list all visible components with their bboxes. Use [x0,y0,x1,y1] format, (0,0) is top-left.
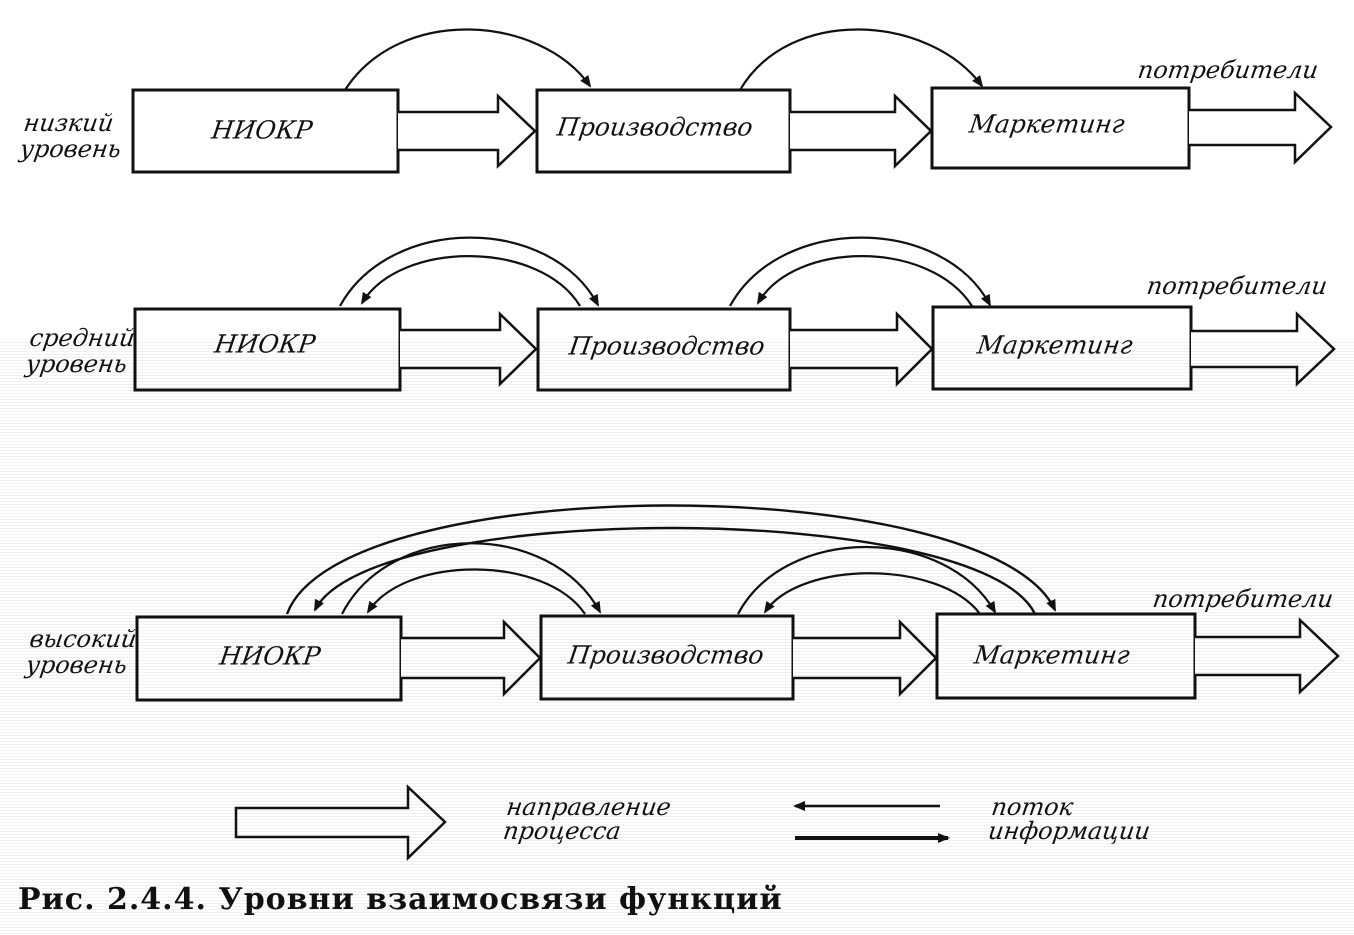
legend [234,784,950,861]
info-arc-2-mid-forward [729,236,991,307]
process-arrow-2-high [793,618,938,698]
consumer-label-high: потребители [1151,585,1336,613]
box-label-marketing-mid: Маркетинг [975,330,1135,360]
box-production-mid [536,307,792,392]
consumer-label-mid: потребители [1145,272,1330,300]
process-arrow-2-low [790,93,933,169]
box-label-marketing-low: Маркетинг [967,109,1127,139]
level-high [135,504,1340,702]
box-label-marketing-high: Маркетинг [972,640,1132,670]
process-arrow-1-high [401,618,542,698]
process-arrow-1-mid [400,311,538,387]
box-marketing-low [930,86,1191,170]
box-label-niokr-low: НИОКР [209,115,315,145]
level-label-mid: средний уровень [24,324,137,378]
box-label-niokr-high: НИОКР [217,641,323,671]
box-niokr-high [135,615,403,702]
level-label-high: высокий уровень [24,625,139,679]
level-low [131,28,1333,174]
info-arc-1-mid-back [360,255,581,307]
box-label-niokr-mid: НИОКР [212,329,318,359]
box-production-high [539,614,795,701]
info-arc-1-low [344,28,592,91]
info-arc-long-inner [313,526,1037,615]
legend-process-line2: процесса [501,817,623,845]
box-label-production-high: Производство [566,640,766,670]
info-arc-1-high-forward [341,542,601,615]
legend-process-line1: направление [504,793,673,821]
process-arrow-2-mid [790,310,934,388]
box-niokr-low [131,88,400,174]
box-label-production-low: Производство [555,112,755,142]
legend-info-line2: информации [986,817,1153,845]
process-arrow-out-low [1189,90,1333,165]
process-arrow-1-low [398,93,537,169]
info-arc-2-high-forward [737,546,996,615]
level-label-high-line1: высокий [27,625,139,653]
info-arc-long-outer [285,504,1057,615]
box-marketing-mid [931,305,1193,391]
process-arrow-out-high [1195,617,1340,695]
legend-process-arrow [234,784,447,861]
process-arrow-out-mid [1191,311,1336,387]
box-production-low [535,88,792,174]
info-arc-1-high-back [366,568,586,615]
level-label-mid-line2: уровень [24,350,129,378]
info-arc-2-mid-back [756,255,973,307]
legend-info-line1: поток [989,793,1076,821]
box-niokr-mid [133,307,402,392]
level-label-mid-line1: средний [27,324,137,352]
legend-info-label: поток информации [986,793,1155,845]
level-label-high-line2: уровень [24,651,129,679]
consumer-label-low: потребители [1136,56,1321,84]
level-label-low: низкий уровень [18,109,126,163]
legend-process-label: направление процесса [501,793,673,845]
info-arc-2-high-back [763,572,981,615]
level-middle [133,236,1336,392]
level-label-low-line2: уровень [18,135,123,163]
info-arc-2-low [739,28,984,91]
info-arc-1-mid-forward [339,236,599,307]
box-label-production-mid: Производство [567,331,767,361]
level-label-low-line1: низкий [21,109,116,137]
figure-caption: Рис. 2.4.4. Уровни взаимосвязи функций [18,882,783,917]
